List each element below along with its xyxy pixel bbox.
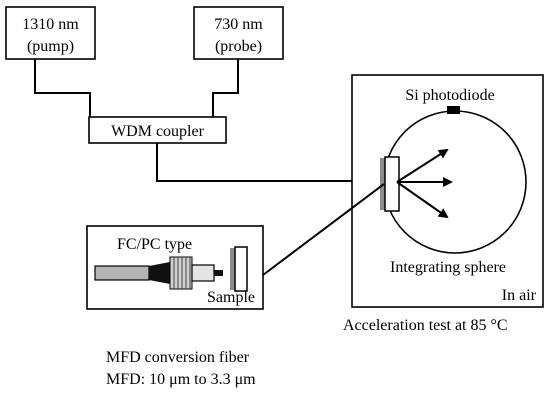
pump-role-label: (pump)	[27, 38, 74, 55]
ambient-label: In air	[502, 287, 537, 304]
probe-wavelength-label: 730 nm	[214, 16, 263, 33]
wdm-coupler-label: WDM coupler	[111, 123, 205, 140]
pump-laser-box: 1310 nm (pump)	[5, 6, 96, 60]
sphere-label: Integrating sphere	[390, 259, 506, 276]
pump-wavelength-label: 1310 nm	[22, 16, 79, 33]
probe-fiber	[212, 59, 239, 117]
light-rays	[396, 148, 453, 219]
test-caption: Acceleration test at 85 °C	[343, 317, 508, 334]
wdm-coupler-box: WDM coupler	[88, 116, 227, 144]
output-fiber	[156, 143, 384, 182]
connector-type-label: FC/PC type	[117, 236, 192, 253]
sample-label: Sample	[207, 289, 255, 306]
fiber-caption-line1: MFD conversion fiber	[106, 349, 250, 366]
fc-pc-connector-icon	[94, 256, 223, 290]
si-photodiode	[447, 106, 460, 114]
inset-to-sphere-link	[262, 183, 385, 276]
probe-role-label: (probe)	[215, 38, 262, 55]
fiber-caption-line2: MFD: 10 μm to 3.3 μm	[106, 371, 256, 388]
probe-laser-box: 730 nm (probe)	[193, 6, 284, 60]
sphere-port-sample	[384, 156, 400, 212]
ray-down	[396, 181, 449, 219]
inset-sample	[234, 246, 248, 292]
inset-sample-strip	[230, 248, 235, 290]
ray-up	[396, 148, 449, 183]
photodiode-label: Si photodiode	[405, 87, 494, 104]
pump-fiber	[34, 59, 91, 117]
